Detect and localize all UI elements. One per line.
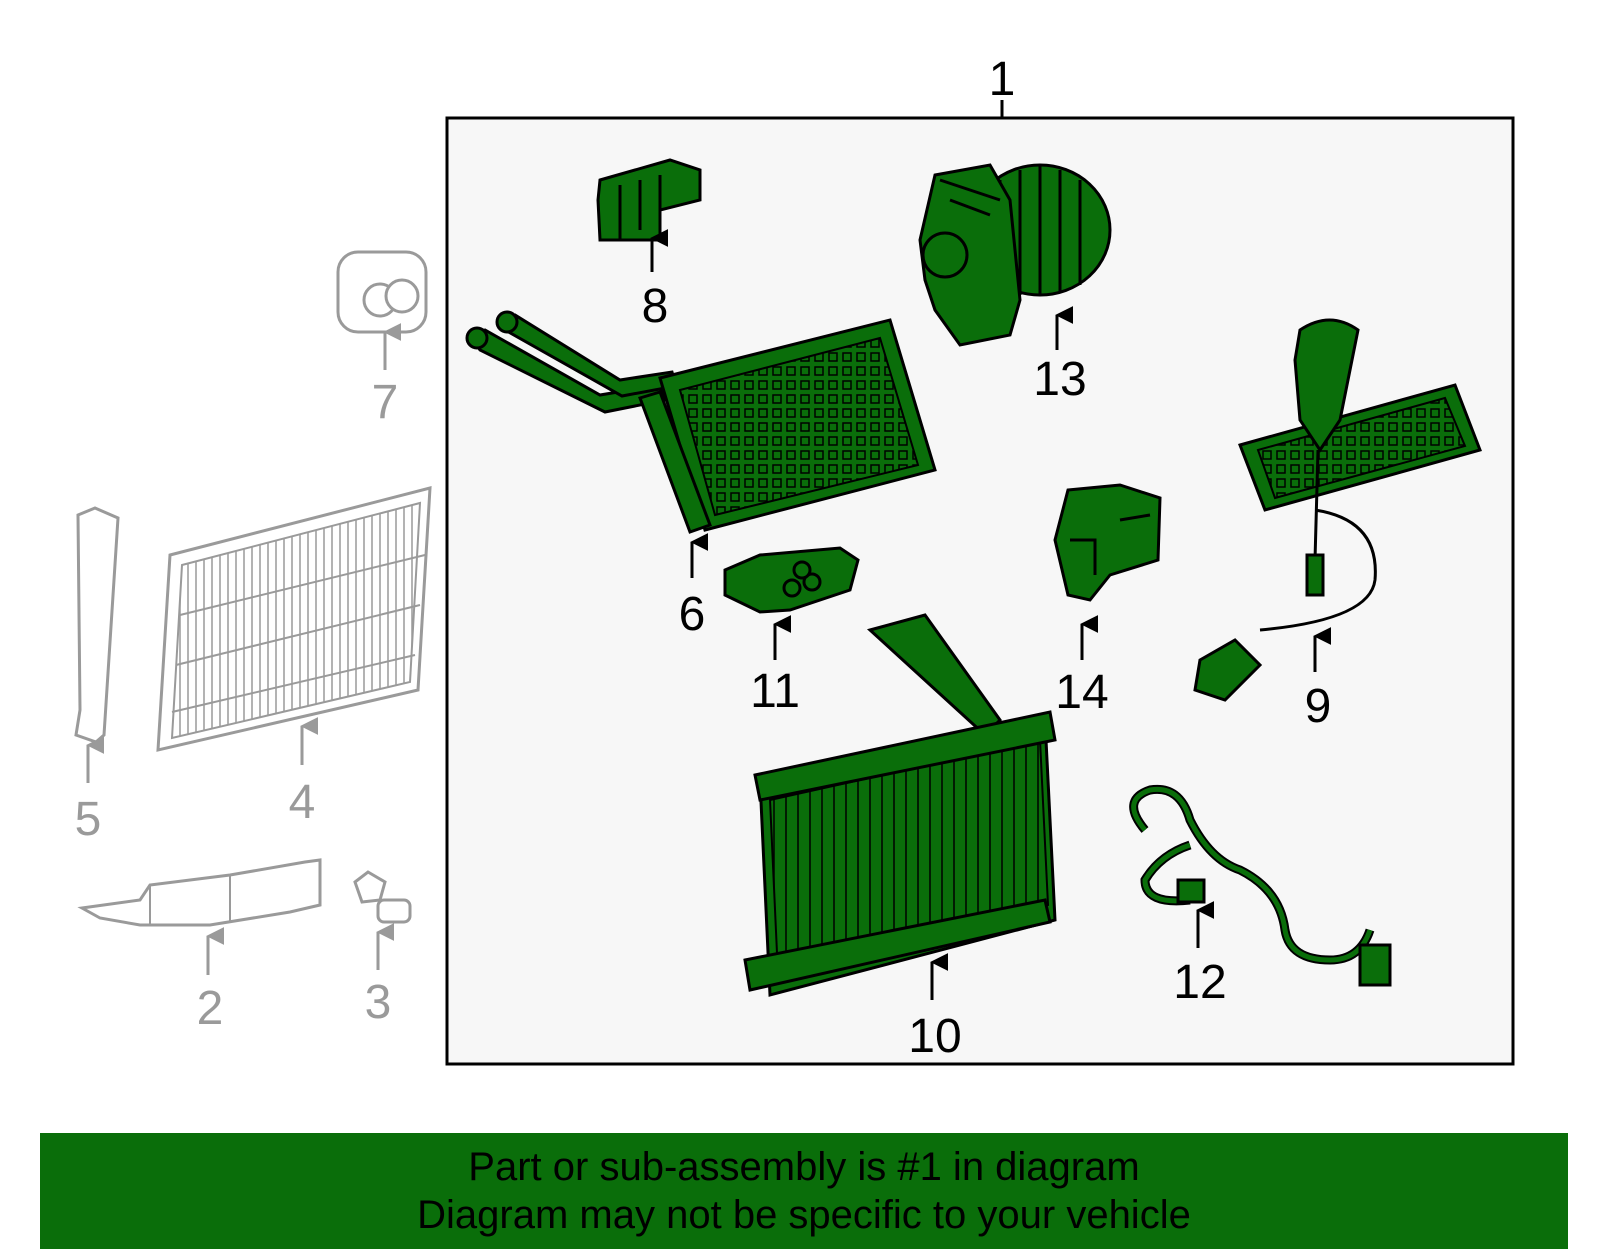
part-7-grommet[interactable]: [336, 250, 428, 334]
callout-1: 1: [989, 53, 1016, 106]
callout-2: 2: [197, 982, 224, 1035]
part-5-filter-cover[interactable]: [74, 506, 120, 744]
callout-4: 4: [289, 776, 316, 829]
part-12-wiring-harness[interactable]: [1129, 784, 1392, 987]
part-3-push-clip[interactable]: [353, 870, 412, 924]
callout-3: 3: [365, 976, 392, 1029]
disclaimer-line-2: Diagram may not be specific to your vehi…: [417, 1193, 1191, 1237]
part-13-blower-motor[interactable]: [918, 163, 1112, 347]
callout-11: 11: [750, 665, 800, 718]
disclaimer-banner: Part or sub-assembly is #1 in diagram Di…: [40, 1133, 1568, 1249]
part-6-heater-core[interactable]: [465, 310, 937, 534]
callout-10: 10: [908, 1010, 961, 1063]
callout-14: 14: [1055, 666, 1108, 719]
part-8-clip[interactable]: [596, 158, 702, 242]
callout-12: 12: [1173, 956, 1226, 1009]
part-2-bracket[interactable]: [77, 858, 322, 927]
callout-5: 5: [75, 793, 102, 846]
callout-8: 8: [642, 280, 669, 333]
part-10-evaporator[interactable]: [743, 613, 1057, 997]
disclaimer-line-1: Part or sub-assembly is #1 in diagram: [468, 1145, 1140, 1189]
part-11-expansion-valve[interactable]: [723, 546, 860, 614]
callout-13: 13: [1033, 353, 1086, 406]
callout-7: 7: [372, 376, 399, 429]
part-4-cabin-filter[interactable]: [156, 486, 432, 752]
part-9-sensor[interactable]: [1193, 318, 1482, 702]
callout-9: 9: [1305, 680, 1332, 733]
part-14-resistor[interactable]: [1053, 483, 1162, 602]
callout-6: 6: [679, 588, 706, 641]
